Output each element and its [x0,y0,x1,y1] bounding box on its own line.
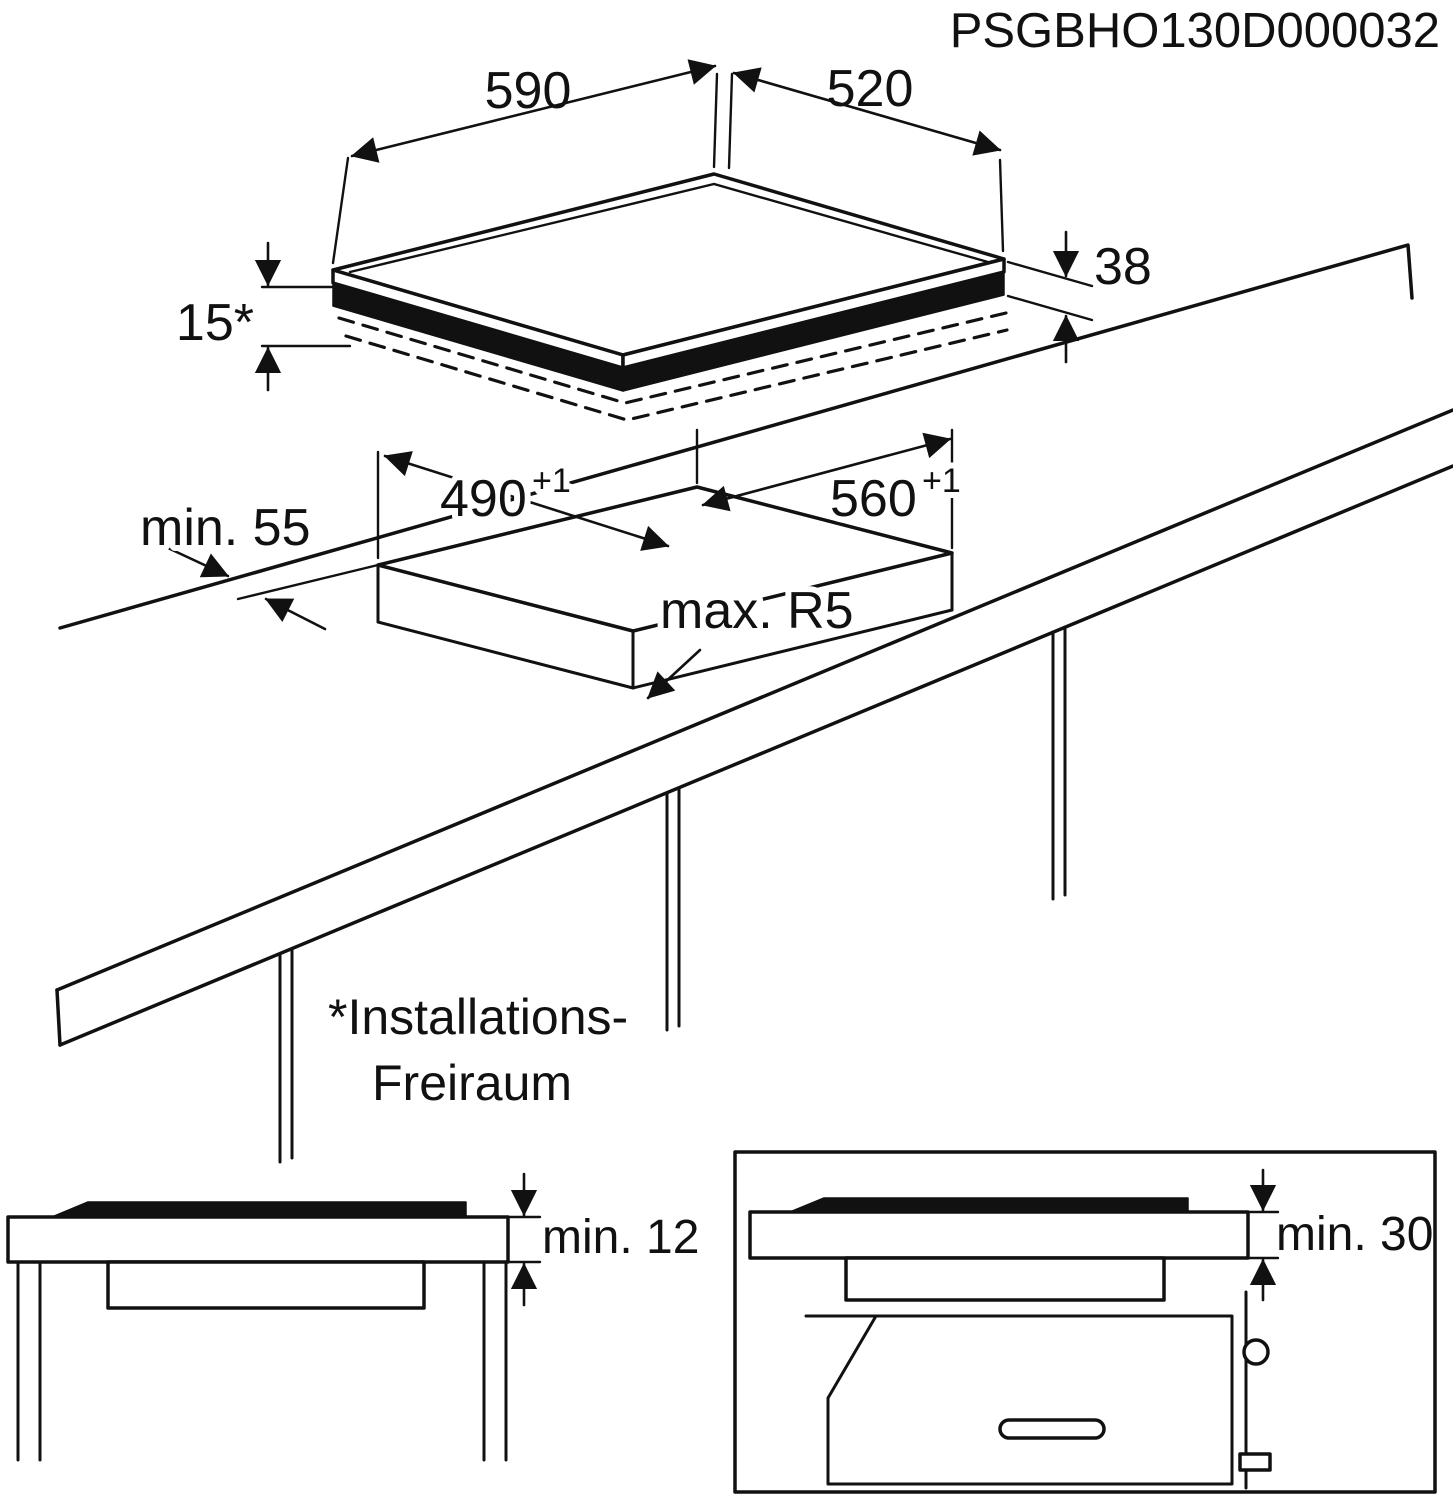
part-number: PSGBHO130D000032 [950,4,1440,58]
dim-hob-depth: 520 [727,60,1005,253]
oven-handle-bar [1238,1452,1272,1472]
hob-body-profile [844,1256,1166,1302]
cutout-corner-radius-label: max. R5 [660,582,854,640]
dim-hob-width: 590 [331,59,719,265]
cutout-depth-dim-label: 490 [440,470,527,528]
oven-clearance-label: min. 30 [1276,1208,1433,1261]
dim-oven-clearance: min. 30 [1246,1168,1433,1302]
cutout-width-tolerance: +1 [922,462,961,500]
hob-body-band-right [622,271,1005,392]
installation-note-line1: *Installations- [328,989,628,1045]
cutout-edge-distance-label: min. 55 [140,499,311,557]
dim-corner-radius: max. R5 [646,576,860,700]
worktop-slab [6,1215,510,1264]
cutout-depth-tolerance: +1 [532,462,571,500]
hob-width-dim-label: 590 [485,62,572,120]
cutout-width-dim-label: 560 [830,470,917,528]
installation-note-line2: Freiraum [372,1055,572,1111]
worktop-legs [278,625,1067,1164]
dim-hob-height: 38 [1006,230,1158,364]
worktop-cutout-view: 490 +1 560 +1 min. 55 max. R5 *Installat… [55,243,1453,1164]
dim-worktop-thickness: min. 12 [506,1172,699,1307]
worktop-slab [748,1210,1250,1260]
hob-hidden-outline [337,311,1009,422]
hob-glass-inner-edge [348,182,990,274]
oven-door-handle [998,1418,1106,1440]
worktop-thickness-label: min. 12 [542,1211,699,1264]
view-frame [733,1150,1437,1494]
hob-glass-profile [51,1201,467,1218]
hob-body-profile [106,1260,426,1310]
dim-cutout-depth: 490 +1 [376,428,699,560]
hob-clearance-dim-label: 15* [176,294,254,352]
worktop-surface [55,243,1453,1047]
dim-cutout-width: 560 +1 [701,428,967,550]
worktop-thickness-view: min. 12 [6,1172,699,1462]
oven [804,1290,1272,1490]
hob-isometric-view: 590 520 38 15* [176,59,1158,422]
dim-hob-under-clearance: 15* [176,241,352,392]
oven-clearance-view: min. 30 [733,1150,1437,1494]
oven-knob [1242,1338,1270,1366]
cabinet-legs [16,1260,508,1462]
hob-depth-dim-label: 520 [827,60,914,118]
hob-height-dim-label: 38 [1094,238,1152,296]
dim-edge-distance: min. 55 [134,493,380,631]
hob-glass-profile [789,1197,1189,1213]
